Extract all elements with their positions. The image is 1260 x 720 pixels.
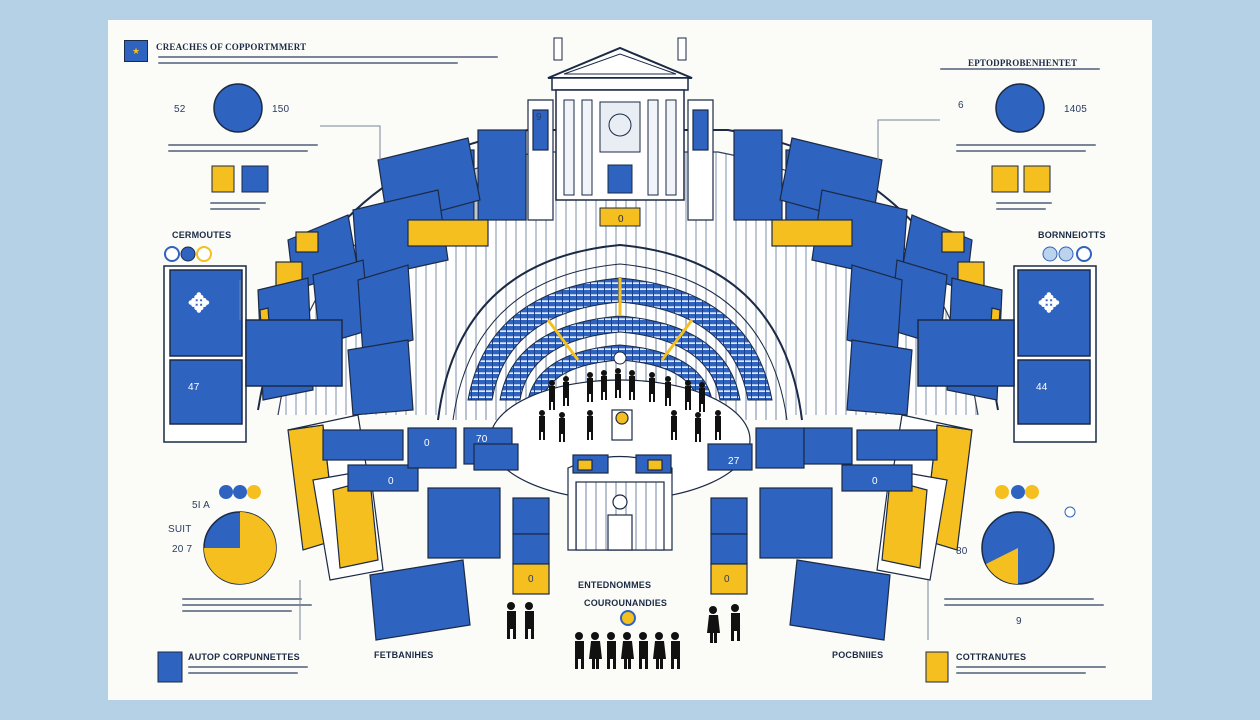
right-stat-b: 1405 — [1064, 104, 1088, 115]
left-pie-label-b: 20 7 — [172, 544, 193, 555]
left-section-title: CERMOUTES — [172, 230, 232, 240]
block-label-2: 0 — [618, 214, 624, 225]
block-label-1: 9 — [536, 112, 542, 123]
left-board-value: 47 — [188, 382, 200, 393]
people-bottom — [507, 602, 740, 669]
right-board-value: 44 — [1036, 382, 1048, 393]
right-desc-lines — [956, 144, 1096, 156]
block-label-5: 7 — [522, 456, 528, 467]
block-label-7: 0 — [528, 574, 534, 585]
left-footer-title: AUTOP CORPUNNETTES — [188, 652, 300, 662]
left-pie-desc-lines — [182, 598, 312, 616]
right-stat-a: 6 — [958, 100, 964, 111]
left-emblem-board — [163, 265, 343, 443]
block-label-10: 0 — [724, 574, 730, 585]
rostrum — [567, 409, 673, 551]
right-header-lines — [940, 68, 1100, 74]
eu-flag-icon: ★ — [124, 40, 148, 62]
infographic-card: ★ CREACHES OF COPPORTMMERT EPTODPROBENHE… — [108, 20, 1152, 700]
hemicycle-illustration — [157, 37, 1097, 683]
block-label-6: 0 — [388, 476, 394, 487]
right-emblem-board — [917, 265, 1097, 443]
center-label-c: FETBANIHES — [374, 650, 434, 660]
left-footer-lines — [188, 666, 308, 678]
right-pie-label: 80 — [956, 546, 968, 557]
block-label-9: 0 — [872, 476, 878, 487]
header-text-lines — [158, 56, 498, 68]
block-label-3: 70 — [476, 434, 488, 445]
left-stat-b: 150 — [272, 104, 290, 115]
left-pie-chart — [203, 485, 277, 585]
right-pie-desc-lines — [944, 598, 1104, 610]
center-label-a: ENTEDNOMMES — [578, 580, 652, 590]
left-desc-lines-2 — [210, 202, 270, 214]
center-label-b: COUROUNANDIES — [584, 598, 668, 608]
block-label-8: 27 — [728, 456, 740, 467]
right-footer-lines — [956, 666, 1106, 678]
temple — [547, 37, 693, 227]
right-eagle-emblem-icon: ✥ — [1038, 288, 1060, 318]
right-desc-lines-2 — [996, 202, 1056, 214]
block-label-11: 9 — [1016, 616, 1022, 627]
header-title: CREACHES OF COPPORTMMERT — [156, 42, 307, 52]
right-pie-chart — [981, 485, 1076, 585]
left-eagle-emblem-icon: ✥ — [188, 288, 210, 318]
right-header-title: EPTODPROBENHENTET — [968, 58, 1078, 68]
left-pie-label-a: SUIT — [168, 524, 192, 535]
left-pie-label-top: 5I A — [192, 500, 211, 511]
left-desc-lines — [168, 144, 318, 156]
center-label-d: POCBNIIES — [832, 650, 884, 660]
block-label-4: 0 — [424, 438, 430, 449]
people-center — [539, 368, 721, 442]
right-section-title: BORNNEIOTTS — [1038, 230, 1106, 240]
left-stat-a: 52 — [174, 104, 186, 115]
right-footer-title: COTTRANUTES — [956, 652, 1027, 662]
